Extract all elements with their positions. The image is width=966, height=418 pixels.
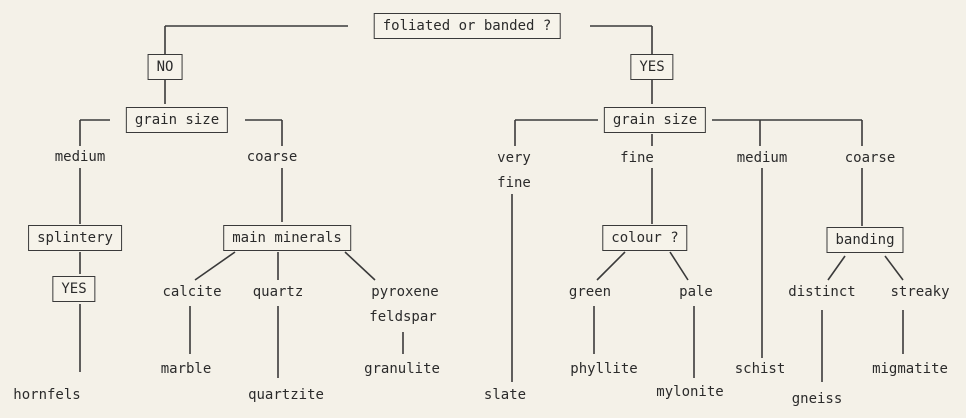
streaky-label: streaky <box>890 284 950 300</box>
feldspar-label: feldspar <box>369 309 437 325</box>
pale-label: pale <box>679 284 713 300</box>
yes-coarse-label: coarse <box>844 150 896 166</box>
banding-box: banding <box>826 227 904 253</box>
calcite-label: calcite <box>162 284 222 300</box>
very-label: very <box>497 150 531 166</box>
no-answer-box: NO <box>147 54 183 80</box>
no-coarse-label: coarse <box>246 149 298 165</box>
slate-label: slate <box>483 387 527 403</box>
splintery-box: splintery <box>28 225 122 251</box>
splintery-yes-box: YES <box>52 276 96 302</box>
yes-medium-label: medium <box>736 150 788 166</box>
very-fine-label: fine <box>497 175 531 191</box>
marble-label: marble <box>160 361 212 377</box>
green-label: green <box>568 284 612 300</box>
pyroxene-label: pyroxene <box>371 284 439 300</box>
yes-grain-size-box: grain size <box>603 107 707 133</box>
colour-box: colour ? <box>602 225 688 251</box>
gneiss-label: gneiss <box>791 391 843 407</box>
migmatite-label: migmatite <box>872 361 948 377</box>
fine-label: fine <box>620 150 654 166</box>
phyllite-label: phyllite <box>570 361 638 377</box>
schist-label: schist <box>734 361 786 377</box>
yes-answer-box: YES <box>630 54 674 80</box>
no-medium-label: medium <box>54 149 106 165</box>
main-minerals-box: main minerals <box>223 225 351 251</box>
distinct-label: distinct <box>788 284 856 300</box>
no-grain-size-box: grain size <box>125 107 229 133</box>
quartzite-label: quartzite <box>248 387 324 403</box>
hornfels-label: hornfels <box>13 387 81 403</box>
mylonite-label: mylonite <box>656 384 724 400</box>
granulite-label: granulite <box>364 361 440 377</box>
root-question-box: foliated or banded ? <box>373 13 561 39</box>
quartz-label: quartz <box>252 284 304 300</box>
